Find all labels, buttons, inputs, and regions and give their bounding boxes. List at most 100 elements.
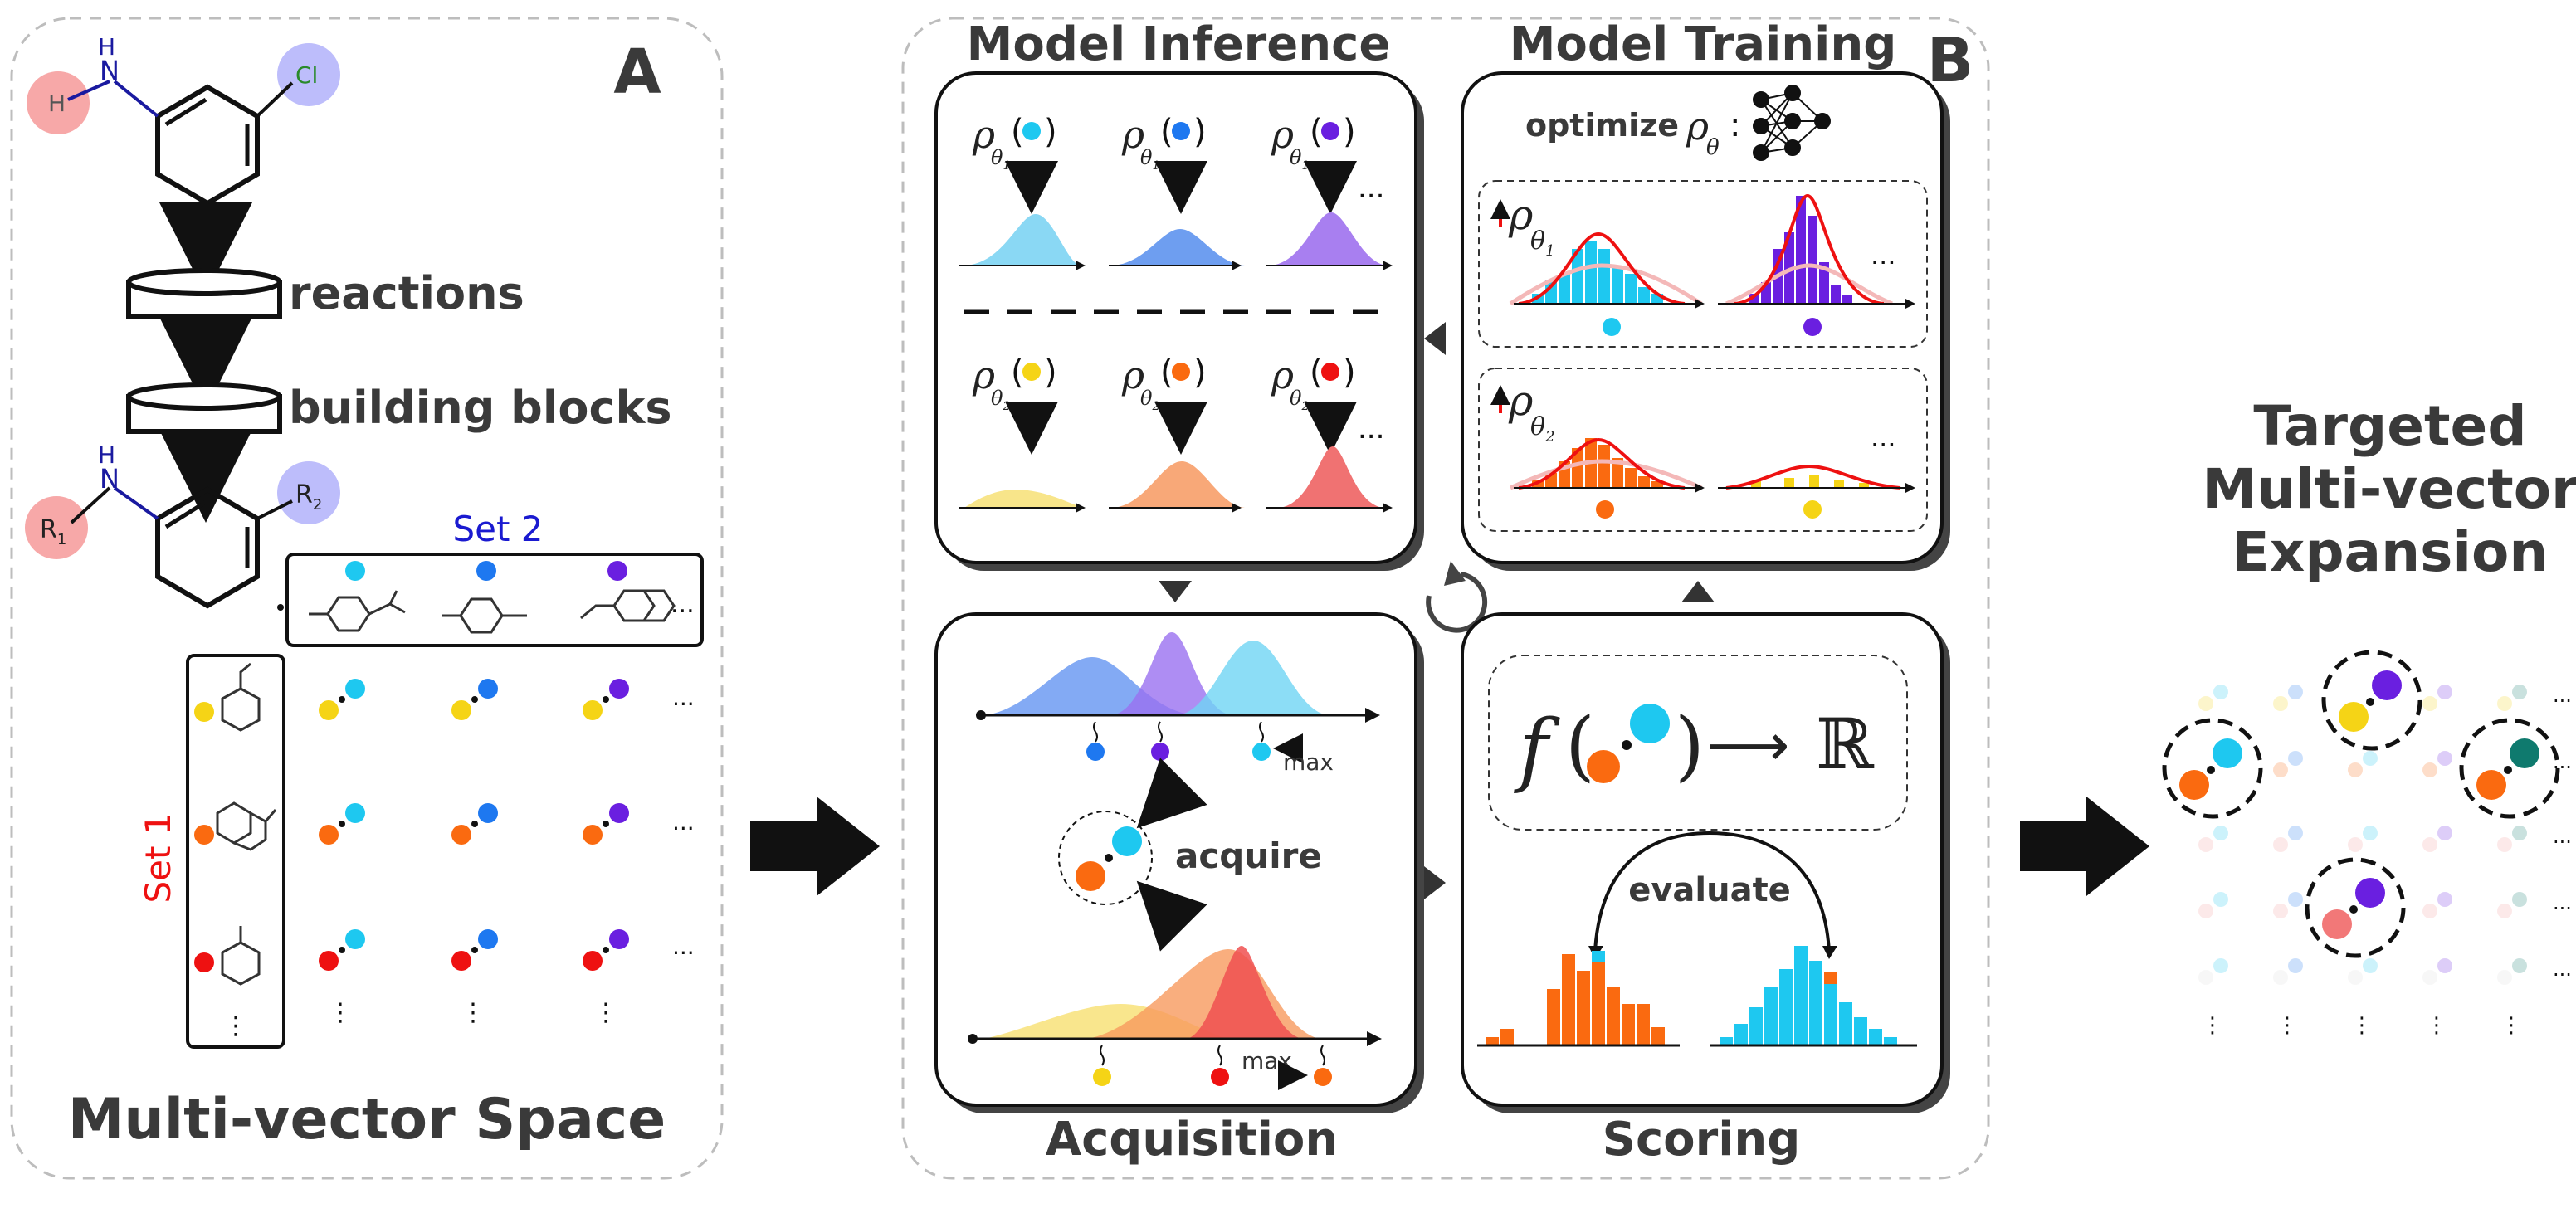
distribution-yellow (964, 490, 1084, 508)
acquire-label: acquire (1175, 836, 1322, 876)
pair-orange-cyan (319, 803, 365, 845)
cyan-marker-bar (1592, 951, 1605, 962)
set1-orange-dot (194, 825, 214, 845)
ellipsis: ... (1358, 412, 1384, 446)
set1-fragments: ⋮ (194, 662, 277, 1040)
row-ellipsis: ... (672, 933, 695, 960)
red-dot (1211, 1068, 1229, 1086)
evaluate-arc (1593, 831, 1831, 952)
step-building-blocks: building blocks (289, 382, 672, 434)
rho-theta1-cyan: ρ θ1 ( ) (972, 112, 1057, 173)
rho-theta2-yellow: ρ θ2 ( ) (972, 353, 1057, 413)
distribution-purple (1112, 632, 1232, 715)
optimize-theta: θ (1706, 135, 1720, 160)
benzene-ring-scaffold (155, 486, 260, 609)
fit-curve-faded (1725, 263, 1893, 306)
set1-box (186, 654, 285, 1049)
col-vdots: ⋮ (593, 998, 618, 1027)
big-arrow-a-to-b (750, 797, 880, 896)
cyan-dot (1252, 743, 1271, 761)
svg-text:): ) (1675, 701, 1705, 790)
atom-h-on-n: H (98, 33, 115, 61)
col-vdots: ⋮ (461, 998, 485, 1027)
fit-curve (1518, 437, 1686, 490)
reactions-db-icon (126, 268, 282, 319)
svg-text:(: ( (1310, 113, 1323, 151)
dot-marker (277, 604, 284, 611)
set1-label: Set 1 (138, 812, 178, 903)
r2-highlight (277, 461, 340, 524)
fit-curve (1518, 231, 1686, 305)
set2-fragments: ... (309, 561, 695, 634)
rho-theta1-blue: ρ θ1 ( ) (1121, 112, 1207, 173)
arrow-inference-to-acquisition (1159, 581, 1192, 602)
inference-row-theta2: ρ θ2 ( ) ρ θ2 ( ) ρ θ2 ( ) ... (959, 353, 1393, 513)
acquire-group: acquire (1058, 758, 1322, 952)
svg-text:ℝ: ℝ (1816, 704, 1875, 785)
ellipsis: ... (1871, 239, 1896, 270)
svg-text:(: ( (1160, 353, 1173, 392)
atom-n: N (100, 55, 120, 86)
rho-theta2-orange: ρ θ2 ( ) (1121, 353, 1207, 413)
row-ellipsis: ... (2553, 684, 2572, 707)
optimize-label: optimize (1525, 107, 1679, 144)
training-box[interactable] (1461, 71, 1944, 564)
yellow-dot (1803, 500, 1822, 519)
atom-cl: Cl (295, 61, 318, 89)
col-vdots: ⋮ (2426, 1013, 2447, 1038)
set2-purple-dot (607, 561, 627, 581)
building-blocks-db-icon (126, 382, 282, 434)
inference-row-theta1: ρ θ1 ( ) ρ θ1 ( ) ρ θ1 ( ) ... (959, 112, 1393, 270)
pair-orange-blue (451, 803, 498, 845)
acquisition-top-distributions: max (976, 632, 1380, 776)
row-ellipsis: ... (672, 684, 695, 711)
atom-h-on-n: H (98, 441, 115, 469)
fragment-structure (221, 662, 261, 732)
inference-title: Model Inference (967, 17, 1391, 71)
distribution-red (1278, 446, 1384, 508)
yellow-dot (1093, 1068, 1111, 1086)
set1-yellow-dot (194, 702, 214, 722)
top-molecule: N H H Cl (27, 33, 340, 207)
svg-text:(: ( (1011, 113, 1024, 151)
benzene-ring-top (155, 84, 260, 207)
set2-ellipsis: ... (671, 590, 695, 619)
distribution-purple (1270, 212, 1388, 266)
row-ellipsis: ... (2553, 750, 2572, 773)
svg-text:ρ: ρ (1121, 112, 1144, 157)
svg-text:⟶: ⟶ (1706, 711, 1789, 779)
fragment-structure (442, 597, 527, 634)
cyan-dot (1603, 318, 1621, 336)
histogram-yellow (1751, 475, 1869, 488)
orange-marker-bar (1824, 972, 1837, 984)
blue-dot (1086, 743, 1105, 761)
scoring-function-box (1488, 655, 1908, 831)
atom-r2: R2 (295, 480, 322, 514)
highlight-salmon-purple (2305, 857, 2406, 958)
distribution-red (1187, 946, 1303, 1039)
scoring-title: Scoring (1603, 1113, 1801, 1167)
svg-text:(: ( (1160, 113, 1173, 151)
svg-text:θ2: θ2 (1530, 412, 1555, 446)
panel-b-frame (901, 17, 1990, 1180)
fragment-structure (221, 926, 261, 986)
arrow-training-to-inference (1424, 322, 1446, 355)
fit-curve (1734, 193, 1885, 305)
evaluate-label: evaluate (1628, 871, 1791, 909)
distribution-cyan (964, 214, 1081, 266)
svg-text:(: ( (1011, 353, 1024, 392)
scaffold-molecule: N H R1 R2 (25, 441, 340, 611)
pair-orange-purple (583, 803, 629, 845)
distribution-orange (1112, 461, 1245, 508)
svg-text:ρ: ρ (972, 353, 995, 397)
svg-text:θ1: θ1 (1530, 227, 1555, 260)
max-label: max (1283, 748, 1334, 776)
pair-yellow-blue (451, 679, 498, 720)
set2-label: Set 2 (452, 509, 543, 549)
svg-text:ρ: ρ (1121, 353, 1144, 397)
atom-n: N (100, 463, 120, 495)
fragment-structure (309, 590, 406, 632)
orange-dot (1596, 500, 1614, 519)
svg-text:): ) (1193, 113, 1207, 151)
